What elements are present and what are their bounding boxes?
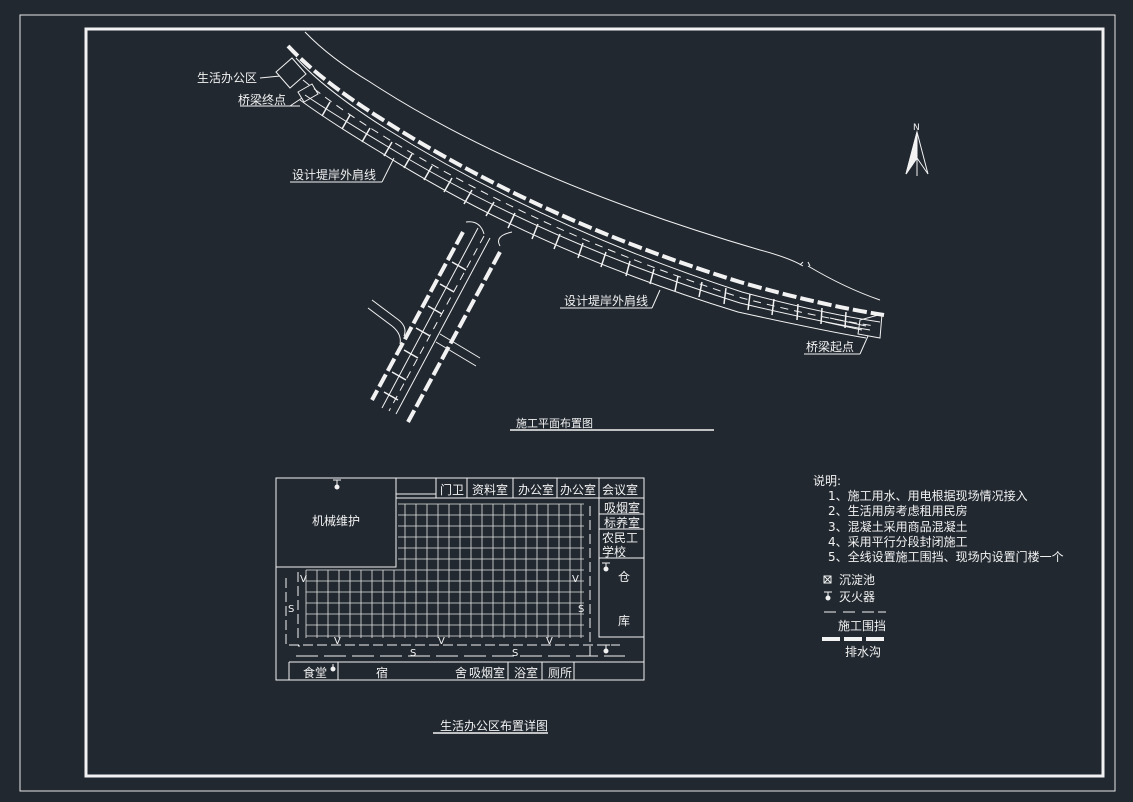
branch-edge-1: [381, 227, 479, 409]
flow-v-3: V: [334, 636, 341, 647]
site-plan: [240, 31, 929, 431]
legend: [822, 575, 886, 641]
room-meeting: 会议室: [602, 482, 638, 497]
office-outline: [275, 477, 645, 681]
branch-junction: [465, 221, 513, 247]
legend-settling-tank: 沉淀池: [839, 573, 875, 587]
room-dorm-2: 舍: [455, 665, 467, 680]
leader-bridge-start-2: [859, 335, 869, 355]
bridge-start-ticks: [824, 317, 867, 331]
bridge-start-label: 桥梁起点: [806, 339, 854, 354]
room-machinery: 机械维护: [312, 513, 360, 528]
north-label: N: [913, 123, 920, 133]
bank-line-lower-label: 设计堤岸外肩线: [564, 293, 648, 308]
road-edge-2: [304, 94, 871, 331]
note-4: 4、采用平行分段封闭施工: [828, 534, 968, 549]
room-worker-school-2: 学校: [602, 544, 626, 559]
office-area-label: 生活办公区: [197, 70, 257, 85]
machinery-room-wall: [276, 478, 397, 568]
office-layout: [275, 477, 645, 681]
extinguisher-icons: [330, 479, 610, 672]
room-bathroom: 浴室: [514, 665, 538, 680]
flow-v-2: V: [572, 574, 579, 585]
bridge-start-mark: [857, 313, 883, 339]
river-bank-line: [304, 31, 804, 267]
cross-road-4: [435, 341, 477, 367]
cross-road-2: [367, 307, 401, 345]
leader-bank-lower-2: [651, 289, 661, 309]
extinguisher-legend-icon: [824, 591, 832, 601]
river-notch: [799, 261, 811, 267]
branch-fence-right: [406, 251, 502, 423]
inner-frame: [84, 27, 1105, 778]
room-toilet: 厕所: [548, 666, 572, 680]
room-warehouse-2: 库: [618, 613, 630, 628]
room-smoking-top: 吸烟室: [604, 500, 640, 515]
extinguisher-icon-3: [602, 644, 610, 654]
inner-dashed-border: [297, 572, 300, 647]
note-5: 5、全线设置施工围挡、现场内设置门楼一个: [828, 549, 1064, 564]
room-archive: 资料室: [472, 482, 508, 497]
cross-road-1: [371, 299, 406, 337]
room-standards: 标养室: [604, 515, 640, 530]
flow-v-4: V: [438, 636, 445, 647]
flow-marks: V V V V V S S S S: [288, 574, 584, 659]
room-office-1: 办公室: [518, 482, 554, 497]
note-1: 1、施工用水、用电根据现场情况接入: [828, 488, 1028, 503]
bridge-end-label: 桥梁终点: [238, 92, 286, 107]
room-worker-school-1: 农民工: [602, 531, 638, 545]
note-2: 2、生活用房考虑租用民房: [828, 503, 968, 518]
branch-fence-left: [370, 231, 465, 401]
cross-road-3: [439, 333, 481, 359]
room-warehouse-1: 仓: [618, 570, 630, 584]
branch-ticks: [383, 261, 467, 401]
note-3: 3、混凝土采用商品混凝土: [828, 519, 968, 534]
leader-office: [259, 75, 281, 79]
bank-line-upper-label: 设计堤岸外肩线: [292, 167, 376, 182]
road-centerline: [302, 79, 876, 327]
leader-bridge-end-2: [289, 97, 303, 107]
road-edge-3: [299, 99, 867, 339]
river-bank-line-2: [807, 265, 881, 301]
room-smoking-bottom: 吸烟室: [469, 665, 505, 680]
flow-v-1: V: [300, 574, 307, 585]
leader-bank-upper-2: [381, 157, 395, 183]
right-rooms: [598, 498, 644, 638]
extinguisher-icon-1: [333, 479, 341, 490]
drain-left: [285, 578, 620, 646]
fence-outer: [286, 44, 885, 317]
bridge-end-mark: [297, 83, 319, 103]
legend-fence: 施工围挡: [838, 619, 886, 633]
north-arrow-icon: [905, 130, 929, 176]
room-office-2: 办公室: [560, 482, 596, 497]
legend-drain: 排水沟: [845, 645, 881, 659]
flow-v-5: V: [546, 636, 553, 647]
flow-s-3: S: [410, 648, 416, 659]
outer-frame: [19, 14, 1116, 792]
room-guard: 门卫: [440, 482, 464, 497]
bottom-rooms: [288, 661, 644, 680]
road-ticks: [321, 101, 847, 329]
yard-grid: [305, 503, 584, 638]
site-plan-title: 施工平面布置图: [516, 417, 593, 430]
extinguisher-icon-2: [602, 562, 610, 572]
room-dorm-1: 宿: [376, 665, 388, 680]
flow-s-1: S: [288, 604, 294, 615]
room-canteen: 食堂: [303, 665, 327, 680]
office-layout-title: 生活办公区布置详图: [440, 718, 548, 733]
branch-edge-2: [395, 237, 491, 415]
top-rooms: [396, 478, 644, 499]
flow-s-4: S: [512, 648, 518, 659]
settling-tank-icon: [823, 575, 832, 584]
road-edge-1: [295, 57, 881, 323]
notes-heading: 说明:: [813, 473, 841, 488]
flow-s-2: S: [578, 604, 584, 615]
legend-extinguisher: 灭火器: [839, 590, 875, 604]
office-area-box: [275, 57, 307, 89]
extinguisher-icon-4: [330, 664, 336, 672]
branch-centerline: [388, 235, 485, 412]
